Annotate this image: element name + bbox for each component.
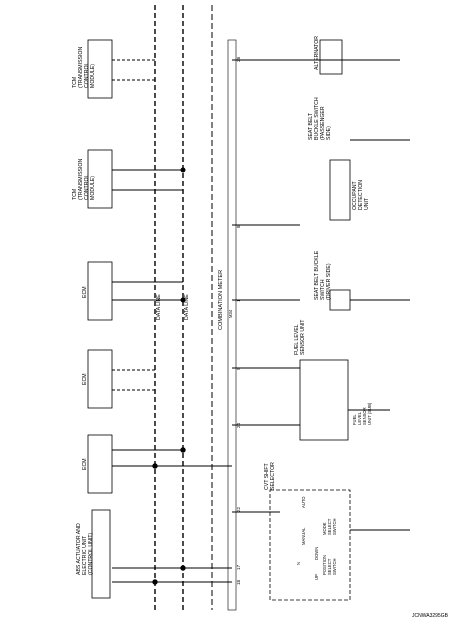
data-line-label-1: DATA LINE	[156, 294, 162, 320]
cvt-manual-label: MANUAL	[301, 527, 306, 545]
meter-pin: 28	[236, 56, 241, 62]
fuel-label: FUEL LEVEL SENSOR UNIT	[294, 319, 306, 355]
position-switch-label: POSITION SELECT SWITCH	[322, 554, 337, 575]
tcm-a-label: TCM (TRANSMISSION CONTROL MODULE)	[72, 157, 96, 200]
meter-pin: 24	[236, 422, 241, 428]
meter-pin: 18	[236, 579, 241, 585]
combination-meter-label: COMBINATION METER	[218, 270, 224, 330]
data-line-label-2: DATA LINE	[184, 294, 190, 320]
tcm-b-label: TCM (TRANSMISSION CONTROL MODULE)	[72, 45, 96, 88]
cvt-n-label: N	[296, 562, 301, 565]
meter-pin: 17	[236, 564, 241, 570]
belt-driver-label: SEAT BELT BUCKLE SWITCH (DRIVER SIDE)	[314, 249, 332, 300]
ecm-c-box	[87, 261, 113, 321]
ecm-b-box	[87, 349, 113, 409]
ecm-b-label: ECM	[82, 373, 88, 385]
mode-switch-label: MODE SELECT SWITCH	[322, 518, 337, 535]
meter-connector-label: M34	[228, 309, 233, 318]
ecm-c-label: ECM	[82, 286, 88, 298]
cvt-down-label: DOWN	[314, 547, 319, 560]
alternator-box	[319, 39, 343, 75]
belt-pass-label: SEAT BELT BUCKLE SWITCH (PASSENGER SIDE)	[308, 96, 332, 140]
alternator-label: ALTERNATOR	[314, 36, 320, 70]
cvt-selector-box	[269, 489, 351, 601]
cvt-auto-label: AUTO	[301, 496, 306, 508]
cvt-up-label: UP	[314, 574, 319, 580]
ecm-a-box	[87, 434, 113, 494]
tcm-b-box	[87, 39, 113, 99]
fuel-sensor-box	[299, 359, 349, 441]
cvt-label: CVT SHIFT SELECTOR	[264, 462, 276, 490]
page-code: JCNWA3295GB	[412, 613, 449, 619]
ecm-a-label: ECM	[82, 458, 88, 470]
meter-pin: 22	[236, 506, 241, 512]
belt-driver-box	[329, 289, 351, 311]
meter-pin: 1	[236, 299, 241, 302]
meter-pin: 5	[236, 367, 241, 370]
meter-connector-strip	[227, 39, 237, 611]
meter-pin: 8	[236, 225, 241, 228]
occupant-box	[329, 159, 351, 221]
occupant-label: OCCUPANT DETECTION UNIT	[352, 179, 370, 210]
fuel-sub-label: FUEL LEVEL SENSOR UNIT (SUB)	[352, 402, 372, 425]
abs-module-box	[91, 509, 111, 599]
abs-label: ABS ACTUATOR AND ELECTRIC UNIT (CONTROL …	[76, 522, 94, 575]
tcm-a-box	[87, 149, 113, 209]
